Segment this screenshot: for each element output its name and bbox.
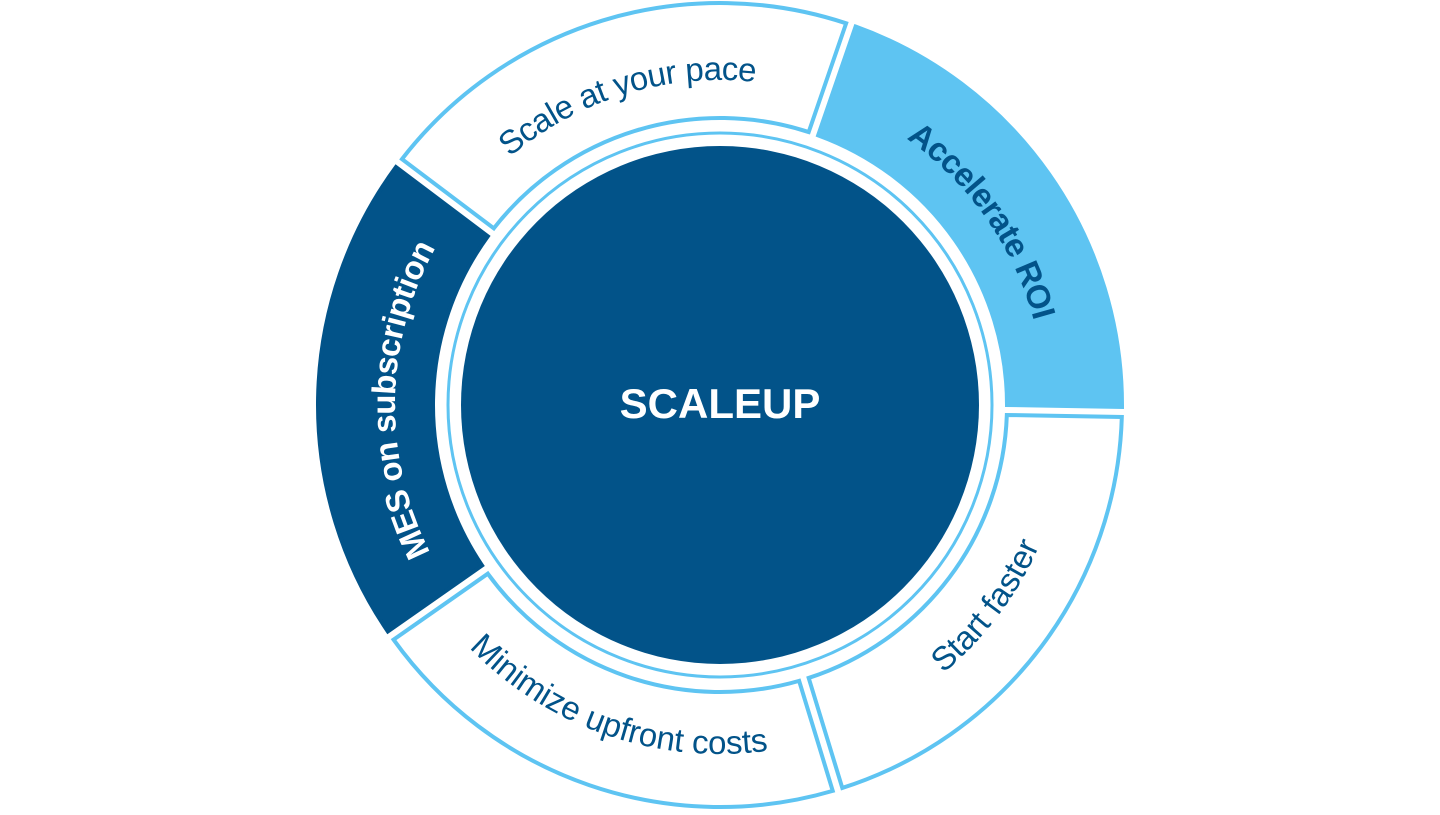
inner-ring (446, 131, 994, 679)
segment-start-faster (806, 412, 1124, 791)
segment-minimize-upfront-costs (390, 570, 836, 810)
segment-mes-on-subscription (316, 164, 491, 635)
segment-accelerate-roi (815, 23, 1124, 410)
center-layer: SCALEUP (446, 131, 994, 679)
segment-scale-at-your-pace (399, 1, 849, 232)
center-label: SCALEUP (620, 380, 821, 427)
center-circle (461, 146, 979, 664)
